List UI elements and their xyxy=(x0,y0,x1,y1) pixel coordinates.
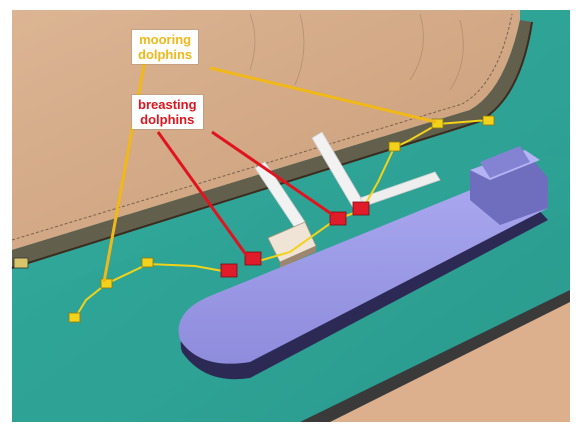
shore-equipment xyxy=(13,257,29,269)
breasting-dolphin-icon xyxy=(329,211,347,226)
mooring-dolphins xyxy=(68,115,495,323)
vessel-icon xyxy=(178,146,549,380)
embankment-contour xyxy=(11,13,513,241)
embankment xyxy=(12,20,532,268)
breasting-dolphin-icon xyxy=(220,263,238,278)
land-area xyxy=(12,10,520,250)
jetty-platform-side xyxy=(280,246,316,268)
catwalks xyxy=(74,119,489,319)
quay-edge-lower xyxy=(300,290,570,422)
vessel-deck xyxy=(178,178,548,364)
breasting-dolphin-icon xyxy=(244,251,262,266)
breasting-dolphin-icon xyxy=(352,201,370,216)
vessel-bridge xyxy=(480,146,530,178)
land-contours xyxy=(249,13,464,91)
mooring-dolphin-icon xyxy=(482,115,495,126)
breasting-dolphins xyxy=(220,201,370,278)
jetty xyxy=(254,131,441,268)
mooring-dolphin-icon xyxy=(388,141,401,152)
mooring-dolphin-icon xyxy=(100,278,113,289)
mooring-dolphin-icon xyxy=(68,312,81,323)
mooring-dolphin-icon xyxy=(431,118,444,129)
mooring-dolphin-icon xyxy=(141,257,154,268)
breasting-leaders xyxy=(156,130,334,257)
